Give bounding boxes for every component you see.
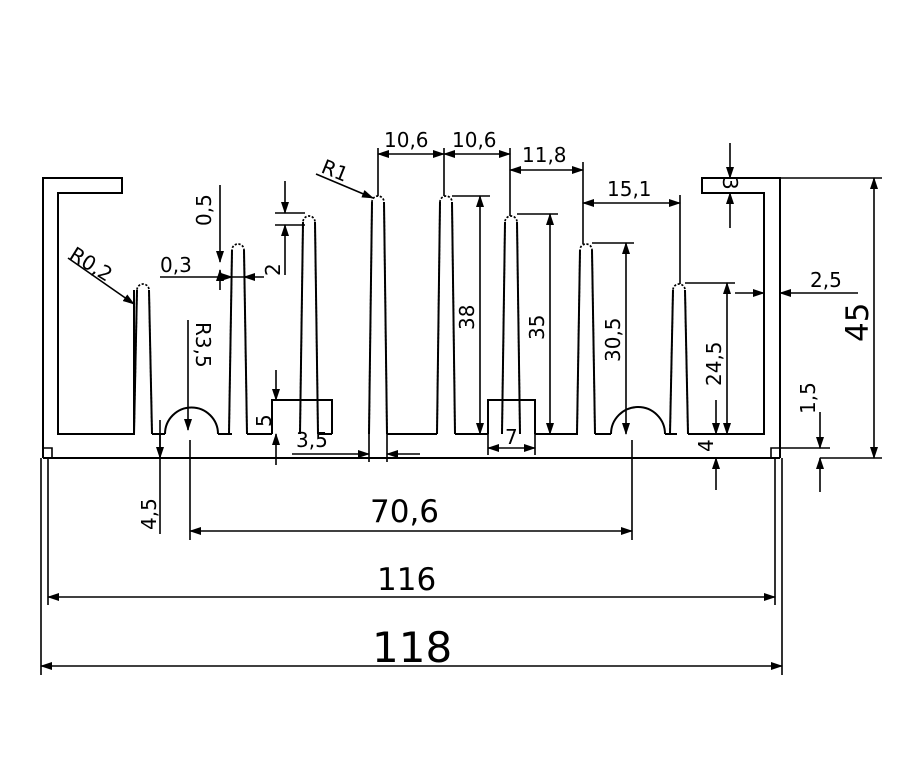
left-foot bbox=[271, 399, 333, 434]
overall-width-label: 118 bbox=[372, 623, 452, 672]
dim-tip-offset: 0,5 bbox=[192, 185, 224, 290]
fin-6 bbox=[501, 215, 521, 435]
groove-depth-label: 5 bbox=[252, 414, 276, 427]
radius-edge-label: R0,2 bbox=[65, 242, 116, 287]
dim-groove-span: 70,6 bbox=[189, 440, 633, 540]
dim-fin-pitch-2: 10,6 bbox=[443, 128, 511, 216]
fin-pitch-4-label: 15,1 bbox=[607, 177, 652, 201]
tip-offset-label: 0,5 bbox=[192, 194, 216, 226]
dim-base-offset: 4,5 bbox=[137, 420, 164, 534]
fin-height-38-label: 38 bbox=[455, 305, 479, 330]
dim-lip-height: 3 bbox=[718, 143, 742, 228]
slot-width-label: 7 bbox=[505, 425, 518, 449]
dim-fin-height-30-5: 30,5 bbox=[592, 242, 634, 435]
fin-height-30-5-label: 30,5 bbox=[601, 317, 625, 362]
fin-thickness-tip-label: 0,3 bbox=[160, 253, 192, 277]
fin-7 bbox=[576, 243, 596, 435]
base-corner-right bbox=[770, 447, 780, 458]
center-slot bbox=[487, 399, 536, 434]
fin-array bbox=[133, 195, 689, 435]
lip-height-label: 3 bbox=[718, 177, 742, 190]
dim-fin-base-width: 3,5 bbox=[292, 428, 420, 462]
dim-inner-width: 116 bbox=[47, 458, 776, 605]
fin-pitch-1-label: 10,6 bbox=[384, 128, 429, 152]
dim-fin-height-38: 38 bbox=[452, 195, 490, 435]
dim-slot-width: 7 bbox=[487, 425, 536, 455]
dim-fin-pitch-1: 10,6 bbox=[377, 128, 445, 196]
right-groove bbox=[610, 406, 666, 435]
total-height-label: 45 bbox=[840, 303, 876, 342]
dim-total-height: 45 bbox=[780, 177, 882, 459]
left-wall bbox=[42, 177, 135, 458]
fin-outline bbox=[133, 201, 689, 435]
dim-overall-width: 118 bbox=[40, 458, 783, 675]
dim-fin-height-35: 35 bbox=[517, 213, 558, 435]
fin-5 bbox=[436, 195, 456, 435]
fin-pitch-3-label: 11,8 bbox=[522, 143, 567, 167]
inner-width-label: 116 bbox=[377, 562, 436, 598]
dim-fin-pitch-4: 15,1 bbox=[582, 177, 681, 284]
dim-fin-step: 2 bbox=[261, 181, 305, 276]
fin-8 bbox=[669, 283, 689, 435]
fin-base-width-label: 3,5 bbox=[296, 428, 328, 452]
fin-3 bbox=[299, 215, 319, 435]
dim-fin-height-24-5: 24,5 bbox=[685, 282, 735, 435]
base-corner-left bbox=[43, 447, 53, 458]
dim-fin-thickness-tip: 0,3 bbox=[160, 253, 264, 281]
groove-span-label: 70,6 bbox=[370, 494, 439, 530]
foot-step-label: 4 bbox=[694, 439, 718, 452]
dim-base-thickness: 1,5 bbox=[780, 382, 830, 492]
base-offset-label: 4,5 bbox=[137, 498, 161, 530]
dim-radius-edge: R0,2 bbox=[65, 242, 135, 305]
dim-side-gap: 2,5 bbox=[735, 268, 858, 297]
side-gap-label: 2,5 bbox=[810, 268, 842, 292]
fin-height-24-5-label: 24,5 bbox=[702, 341, 726, 386]
dim-groove-depth: 5 bbox=[252, 370, 292, 465]
fin-2 bbox=[228, 243, 248, 435]
fin-1 bbox=[133, 283, 153, 435]
dim-radius-fin-tip: R1 bbox=[315, 154, 374, 199]
fin-pitch-2-label: 10,6 bbox=[452, 128, 497, 152]
radius-fin-tip-label: R1 bbox=[318, 154, 352, 186]
dim-foot-step: 4 bbox=[688, 400, 724, 490]
dim-groove-radius: R3,5 bbox=[184, 320, 215, 431]
dim-fin-pitch-3: 11,8 bbox=[509, 143, 584, 244]
right-wall bbox=[688, 177, 781, 458]
fin-height-35-label: 35 bbox=[525, 315, 549, 340]
base-thickness-label: 1,5 bbox=[796, 382, 820, 414]
fin-step-label: 2 bbox=[261, 263, 285, 276]
left-groove bbox=[164, 406, 219, 435]
groove-radius-label: R3,5 bbox=[191, 322, 215, 368]
